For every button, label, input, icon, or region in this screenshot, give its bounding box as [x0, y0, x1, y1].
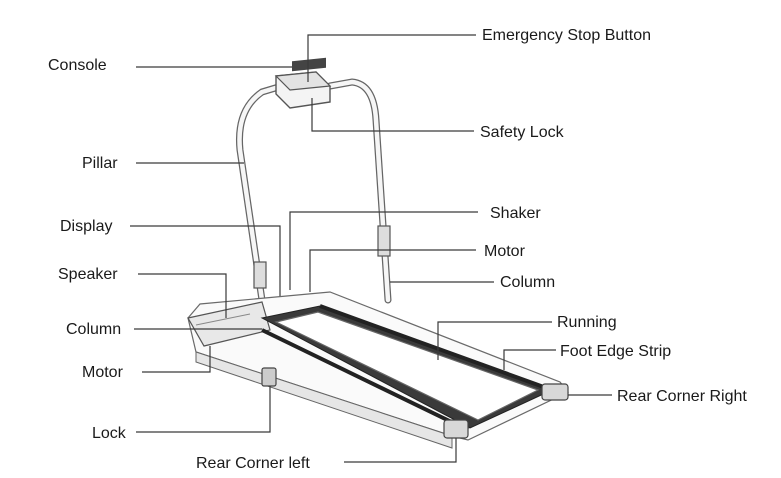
treadmill-illustration — [187, 57, 569, 449]
running-deck — [274, 311, 540, 421]
label-motor-bottom: Motor — [82, 364, 124, 381]
motor-hood — [187, 301, 271, 347]
label-pillar: Pillar — [82, 155, 118, 172]
leader-lines — [130, 34, 612, 463]
label-rear-corner-left: Rear Corner left — [196, 455, 310, 472]
column-left-clamp — [253, 261, 267, 289]
label-rear-corner-right: Rear Corner Right — [617, 388, 747, 405]
lock-part — [261, 367, 277, 387]
label-motor-top: Motor — [484, 243, 526, 260]
label-emergency-stop-button: Emergency Stop Button — [482, 27, 651, 44]
foot-edge-strip-right — [319, 304, 553, 392]
label-column-left: Column — [66, 321, 121, 338]
label-running: Running — [557, 314, 617, 331]
label-speaker: Speaker — [58, 266, 118, 283]
label-lock: Lock — [92, 425, 127, 442]
label-safety-lock: Safety Lock — [480, 124, 565, 141]
label-display: Display — [60, 218, 112, 235]
rear-corner-right-part — [541, 383, 569, 401]
console-unit — [274, 57, 332, 109]
part-labels: Emergency Stop Button Console Safety Loc… — [48, 27, 747, 472]
label-foot-edge-strip: Foot Edge Strip — [560, 343, 671, 360]
rear-corner-left-part — [443, 419, 469, 439]
label-column-right: Column — [500, 274, 555, 291]
column-right-clamp — [377, 225, 391, 257]
label-shaker: Shaker — [490, 205, 541, 222]
label-console: Console — [48, 57, 107, 74]
